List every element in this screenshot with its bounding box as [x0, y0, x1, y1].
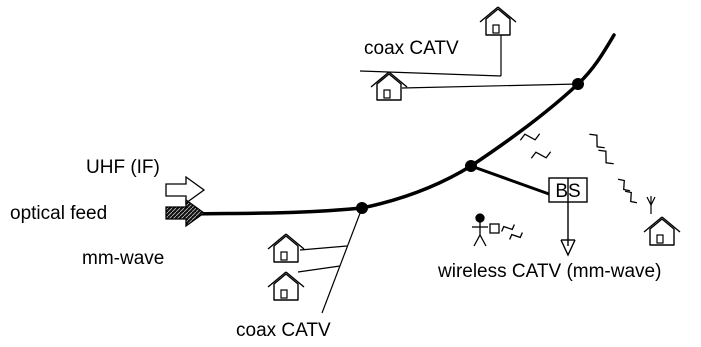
radio-link-icon [509, 232, 523, 240]
radio-link-icon [519, 133, 541, 141]
wireless-catv-label: wireless CATV (mm-wave) [437, 261, 661, 282]
coax-catv-bottom-label: coax CATV [236, 320, 331, 341]
antenna-icon [646, 196, 656, 214]
coax-branch-bottom [297, 207, 363, 314]
house-icon [267, 233, 305, 263]
node-3 [572, 78, 584, 90]
radio-link-icon [624, 190, 638, 204]
mm-wave-arrow [165, 198, 206, 228]
radio-link-icon [617, 178, 631, 192]
coax-branch-top [359, 28, 579, 89]
coax-catv-top-label: coax CATV [364, 38, 459, 59]
uhf-if-label: UHF (IF) [86, 157, 160, 178]
mobile-user-icon [472, 213, 500, 247]
house-icon [370, 71, 408, 101]
radio-link-icon [501, 224, 515, 232]
radio-link-icon [598, 149, 614, 165]
node-1 [356, 202, 368, 214]
bs-feeder-link [470, 164, 550, 196]
optical-feed-label: optical feed [10, 203, 107, 224]
uhf-if-arrow [165, 175, 206, 205]
house-icon [267, 271, 305, 301]
house-icon [479, 6, 517, 36]
radio-link-icons [501, 133, 638, 240]
node-2 [465, 160, 477, 172]
antenna-icon [560, 178, 576, 257]
house-icon [643, 216, 681, 246]
mm-wave-label: mm-wave [82, 248, 164, 269]
radio-link-icon [530, 151, 552, 159]
radio-link-icon [589, 133, 605, 149]
